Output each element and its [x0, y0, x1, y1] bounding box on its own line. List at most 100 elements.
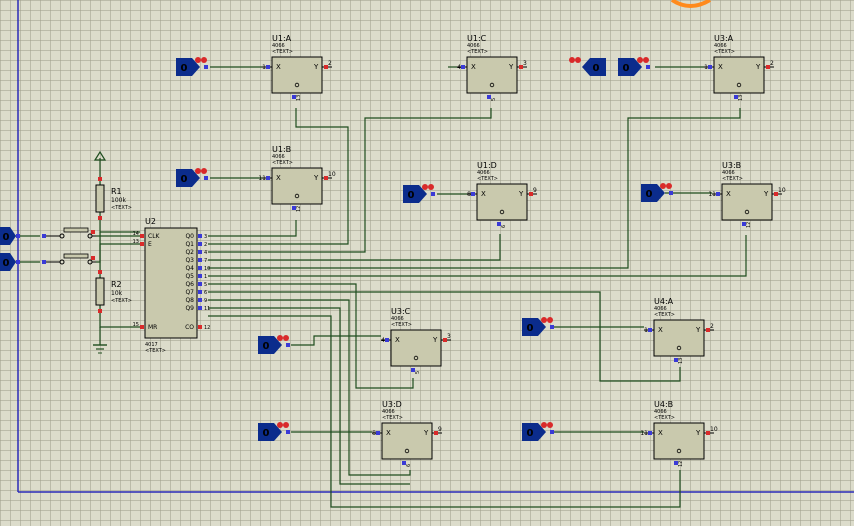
- logic-probe[interactable]: 0: [258, 422, 290, 441]
- gate-pin-y-dot: [774, 192, 778, 196]
- probe-led: [569, 57, 575, 63]
- probe-body: [522, 318, 546, 336]
- gate-pin-c-number: 13: [678, 358, 684, 364]
- push-button[interactable]: [42, 227, 96, 239]
- gate-part-label: 4066: [654, 409, 667, 415]
- probe-value: 0: [3, 258, 10, 269]
- gate-pin-y-dot: [324, 65, 328, 69]
- u2-pin-dot: [140, 242, 144, 246]
- logic-probe[interactable]: 0: [569, 57, 606, 76]
- gate-pin-x-label: X: [718, 63, 723, 71]
- gate-pin-y-number: 10: [328, 171, 336, 178]
- gate-ref-label: U1:D: [477, 161, 497, 170]
- resistor-ref-label: R1: [111, 187, 122, 196]
- gate-pin-c-number: 5: [491, 98, 497, 101]
- logic-probe[interactable]: 0: [618, 57, 650, 76]
- u2-pin-dot: [140, 325, 144, 329]
- wires: [12, 66, 747, 508]
- logic-probe[interactable]: 0: [522, 422, 554, 441]
- u2-pin-number: 3: [204, 234, 207, 240]
- gate-pin-y-dot: [706, 431, 710, 435]
- gate-pin-x-number: 4: [381, 337, 385, 344]
- logic-probe[interactable]: 0: [258, 335, 290, 354]
- logic-probe[interactable]: 0: [522, 317, 554, 336]
- probe-led: [541, 422, 547, 428]
- probe-body: [176, 169, 200, 187]
- gate-text-label: <TEXT>: [272, 160, 293, 166]
- probe-body: [641, 184, 665, 202]
- gate-text-label: <TEXT>: [654, 415, 675, 421]
- gate-pin-c-dot: [402, 461, 406, 465]
- gate-control-marker: [489, 82, 495, 88]
- probe-led: [643, 57, 649, 63]
- resistor-body: [95, 277, 105, 306]
- gate-pin-y-label: Y: [313, 63, 319, 71]
- probe-value: 0: [3, 232, 10, 243]
- logic-probe[interactable]: 0: [403, 184, 435, 203]
- u2-pin-number: 9: [204, 298, 207, 304]
- logic-probe[interactable]: 0: [641, 183, 673, 202]
- logic-probe[interactable]: 0: [0, 227, 20, 245]
- gate-pin-x-label: X: [276, 174, 281, 182]
- gate-pin-c-number: 13: [738, 95, 744, 101]
- gate-pin-c-dot: [292, 206, 296, 210]
- logic-probe[interactable]: 0: [176, 57, 208, 76]
- gate-pin-x-dot: [648, 328, 652, 332]
- gate-pin-y-number: 10: [778, 187, 786, 194]
- resistor-ref-label: R2: [111, 280, 122, 289]
- probe-body: [403, 185, 427, 203]
- button-actuator: [63, 227, 89, 233]
- gate-ref-label: U3:B: [722, 161, 741, 170]
- orange-marker: [670, 0, 712, 8]
- probe-led: [541, 317, 547, 323]
- gate-pin-y-label: Y: [755, 63, 761, 71]
- gate-pin-x-label: X: [276, 63, 281, 71]
- gate-part-label: 4066: [272, 43, 285, 49]
- gate-pin-y-number: 2: [710, 323, 714, 330]
- button-contact: [87, 259, 93, 265]
- u2-part-label: 4017: [145, 342, 158, 348]
- probe-value: 0: [527, 323, 534, 334]
- probe-led: [660, 183, 666, 189]
- u2-pin-number: 11: [204, 306, 210, 312]
- probe-led: [195, 57, 201, 63]
- probe-body: [582, 58, 606, 76]
- probe-led: [283, 335, 289, 341]
- probe-led: [428, 184, 434, 190]
- logic-probe[interactable]: 0: [176, 168, 208, 187]
- probe-pin-dot: [204, 176, 208, 180]
- gate-pin-c-dot: [292, 95, 296, 99]
- gate-pin-x-number: 11: [708, 191, 716, 198]
- gate-body: [721, 183, 773, 221]
- gate-ref-label: U3:A: [714, 34, 734, 43]
- u2-pin-label: CO: [185, 324, 194, 331]
- gate-pin-y-label: Y: [423, 429, 429, 437]
- gate-pin-x-label: X: [481, 190, 486, 198]
- probe-pin-dot: [646, 65, 650, 69]
- gate-pin-y-label: Y: [508, 63, 514, 71]
- logic-probe[interactable]: 0: [0, 253, 20, 271]
- button-contact: [59, 259, 65, 265]
- push-button[interactable]: [42, 253, 96, 265]
- gate-pin-y-label: Y: [432, 336, 438, 344]
- resistor-text-label: <TEXT>: [111, 298, 132, 304]
- gate-pin-y-label: Y: [695, 326, 701, 334]
- probe-pin-dot: [286, 430, 290, 434]
- gate-text-label: <TEXT>: [391, 322, 412, 328]
- probe-value: 0: [527, 428, 534, 439]
- gate-part-label: 4066: [722, 170, 735, 176]
